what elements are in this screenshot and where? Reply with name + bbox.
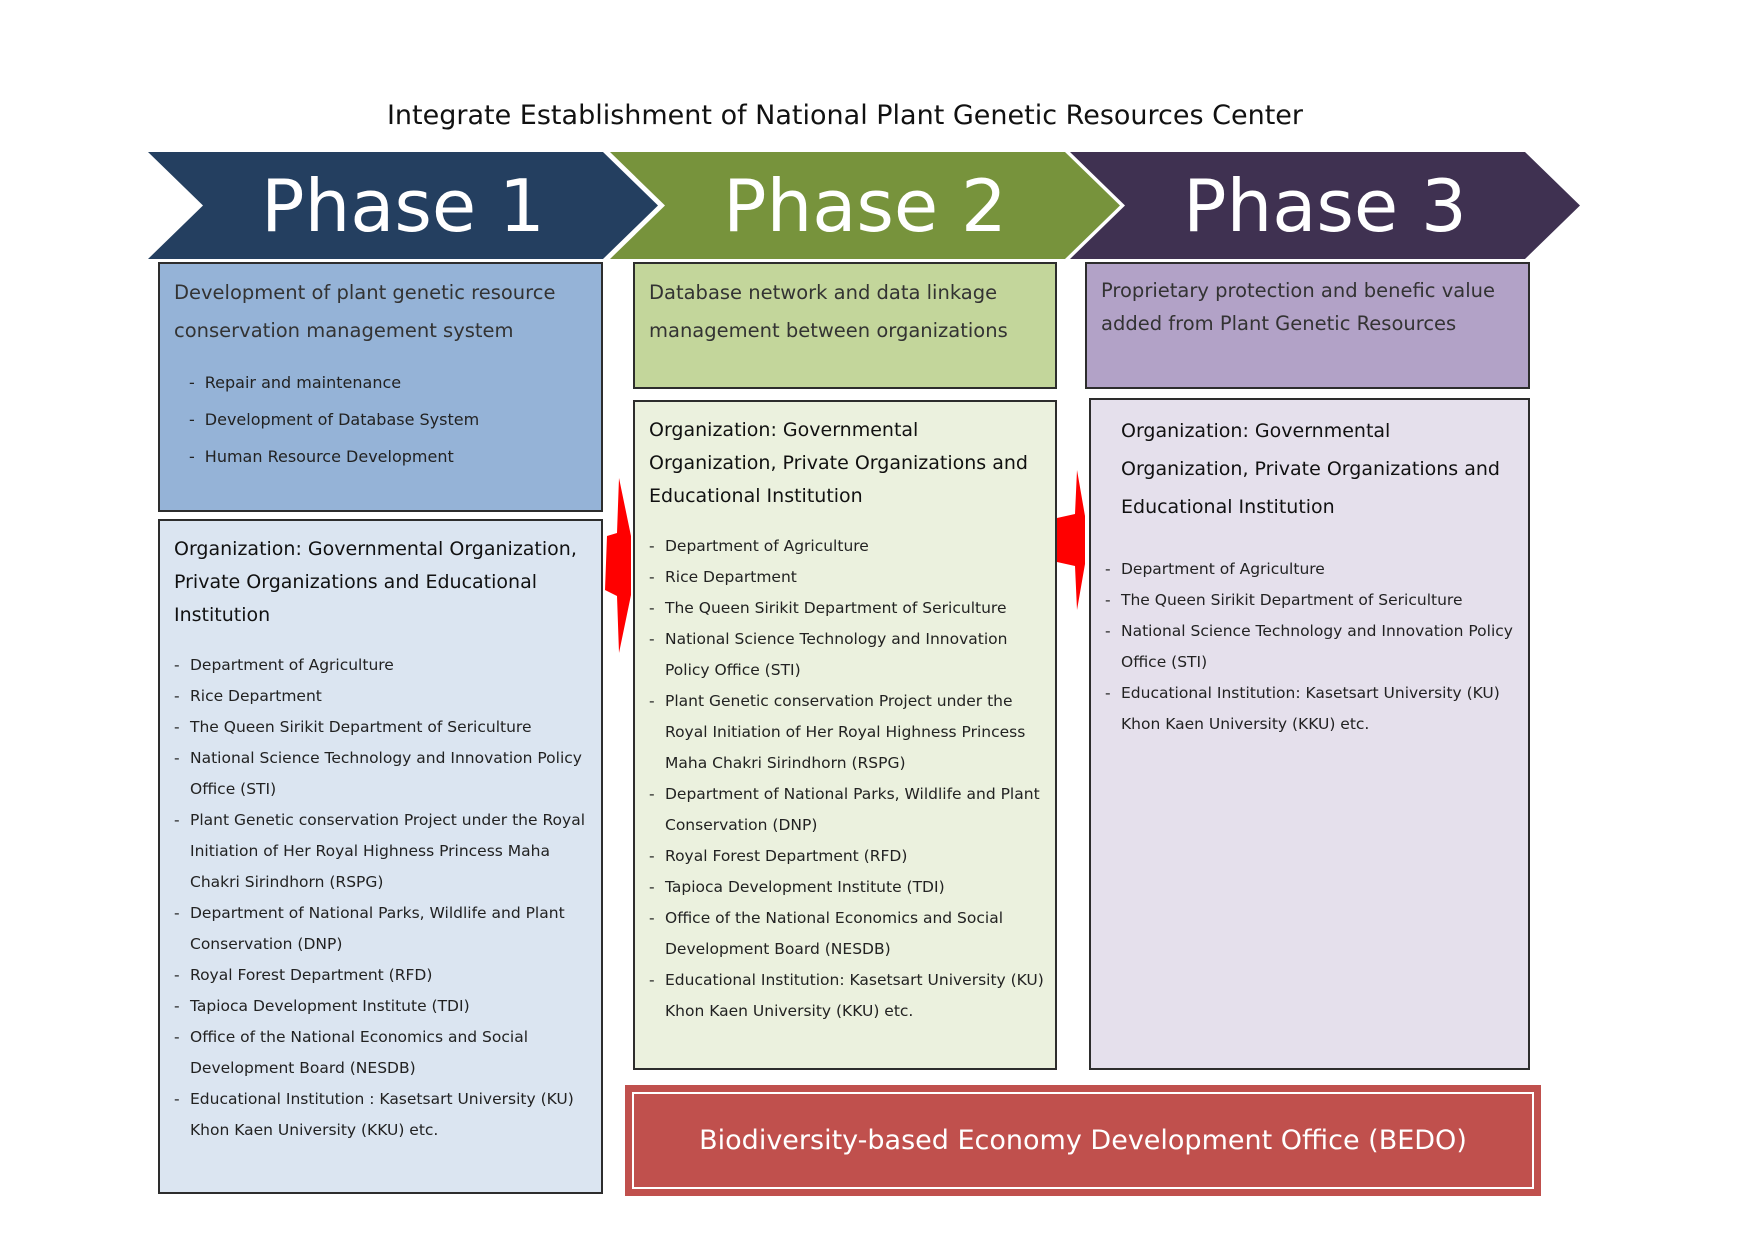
list-item: Plant Genetic conservation Project under… bbox=[174, 805, 591, 898]
list-item: National Science Technology and Innovati… bbox=[174, 743, 591, 805]
list-item: Educational Institution: Kasetsart Unive… bbox=[649, 965, 1045, 1027]
phase-3-org-title: Organization: Governmental Organization,… bbox=[1121, 420, 1500, 518]
phase-1-heading-box: Development of plant genetic resource co… bbox=[158, 262, 603, 512]
phase-3-arrow: Phase 3 bbox=[1070, 152, 1580, 259]
list-item: National Science Technology and Innovati… bbox=[1105, 616, 1518, 678]
phase-2-org-box: Organization: Governmental Organization,… bbox=[633, 400, 1057, 1070]
phase-1-heading: Development of plant genetic resource co… bbox=[174, 281, 556, 342]
phase-3-org-box: Organization: Governmental Organization,… bbox=[1089, 398, 1530, 1070]
list-item: The Queen Sirikit Department of Sericult… bbox=[174, 712, 591, 743]
list-item: Royal Forest Department (RFD) bbox=[174, 960, 591, 991]
phase-2-heading: Database network and data linkage manage… bbox=[649, 281, 1008, 342]
list-item: Department of Agriculture bbox=[1105, 554, 1518, 585]
list-item: Educational Institution : Kasetsart Univ… bbox=[174, 1084, 591, 1146]
phase-3-org-list: Department of Agriculture The Queen Siri… bbox=[1091, 554, 1528, 740]
phase-3-heading: Proprietary protection and benefic value… bbox=[1101, 279, 1495, 335]
bedo-banner: Biodiversity-based Economy Development O… bbox=[625, 1085, 1541, 1196]
list-item: Rice Department bbox=[174, 681, 591, 712]
phase-connector-1-2 bbox=[605, 478, 631, 653]
phase-2-arrow: Phase 2 bbox=[610, 152, 1120, 259]
list-item: Royal Forest Department (RFD) bbox=[649, 841, 1045, 872]
phase-1-label: Phase 1 bbox=[261, 163, 545, 248]
list-item: Office of the National Economics and Soc… bbox=[174, 1022, 591, 1084]
phase-1-activity-list: Repair and maintenance Development of Da… bbox=[160, 364, 601, 475]
phase-3-chevron-shape bbox=[1070, 152, 1580, 259]
list-item: Development of Database System bbox=[189, 401, 601, 438]
phase-connector-2-3 bbox=[1057, 470, 1085, 610]
list-item: Office of the National Economics and Soc… bbox=[649, 903, 1045, 965]
list-item: Rice Department bbox=[649, 562, 1045, 593]
phase-2-org-list: Department of Agriculture Rice Departmen… bbox=[635, 531, 1055, 1027]
list-item: Plant Genetic conservation Project under… bbox=[649, 686, 1045, 779]
phase-1-org-list: Department of Agriculture Rice Departmen… bbox=[160, 650, 601, 1146]
list-item: Department of National Parks, Wildlife a… bbox=[649, 779, 1045, 841]
list-item: Department of National Parks, Wildlife a… bbox=[174, 898, 591, 960]
phase-3-heading-box: Proprietary protection and benefic value… bbox=[1085, 262, 1530, 389]
list-item: Tapioca Development Institute (TDI) bbox=[649, 872, 1045, 903]
list-item: Tapioca Development Institute (TDI) bbox=[174, 991, 591, 1022]
diagram-title: Integrate Establishment of National Plan… bbox=[386, 100, 1304, 131]
bedo-label: Biodiversity-based Economy Development O… bbox=[632, 1092, 1534, 1189]
phase-1-arrow: Phase 1 bbox=[148, 152, 658, 259]
phase-1-chevron-shape bbox=[148, 152, 658, 259]
list-item: The Queen Sirikit Department of Sericult… bbox=[649, 593, 1045, 624]
phase-2-chevron-shape bbox=[610, 152, 1120, 259]
list-item: Department of Agriculture bbox=[174, 650, 591, 681]
list-item: Educational Institution: Kasetsart Unive… bbox=[1105, 678, 1518, 740]
phase-2-heading-box: Database network and data linkage manage… bbox=[633, 262, 1057, 389]
phase-2-org-title: Organization: Governmental Organization,… bbox=[649, 419, 1028, 507]
list-item: Department of Agriculture bbox=[649, 531, 1045, 562]
phase-1-org-title: Organization: Governmental Organization,… bbox=[174, 538, 577, 626]
phase-3-label: Phase 3 bbox=[1183, 163, 1467, 248]
list-item: The Queen Sirikit Department of Sericult… bbox=[1105, 585, 1518, 616]
list-item: Human Resource Development bbox=[189, 438, 601, 475]
list-item: National Science Technology and Innovati… bbox=[649, 624, 1045, 686]
phase-1-org-box: Organization: Governmental Organization,… bbox=[158, 519, 603, 1194]
list-item: Repair and maintenance bbox=[189, 364, 601, 401]
phase-2-label: Phase 2 bbox=[723, 163, 1007, 248]
